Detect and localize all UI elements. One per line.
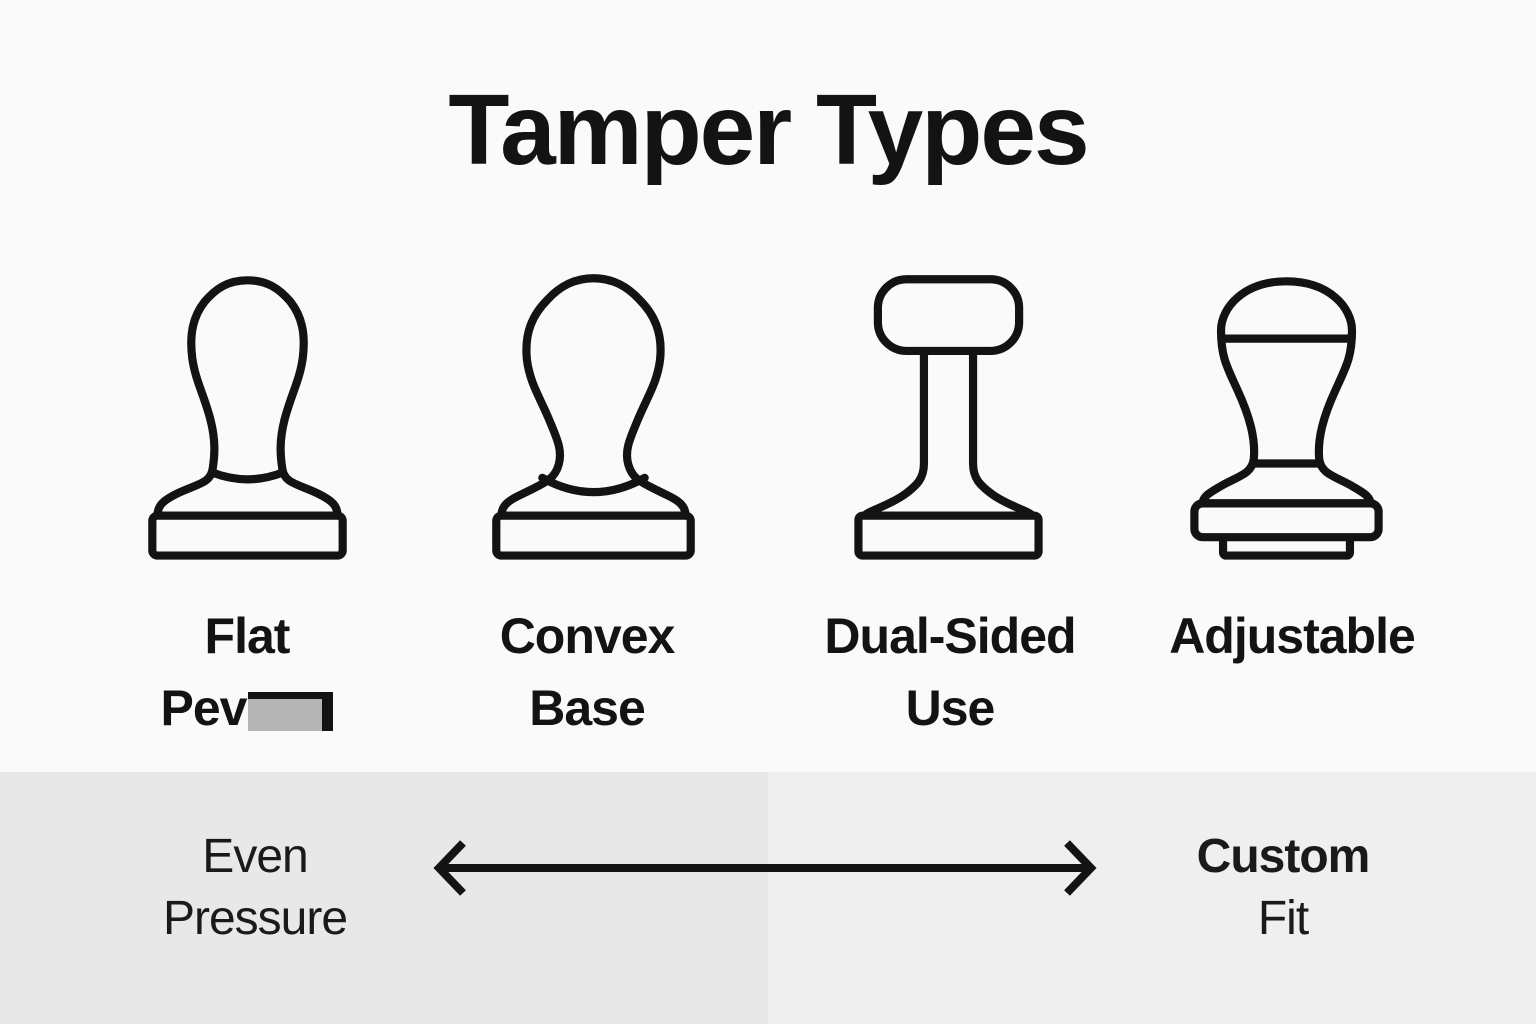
dual-sided-tamper-label: Dual-Sided Use [770, 600, 1130, 744]
adjustable-tamper-base [1190, 499, 1383, 542]
page-title: Tamper Types [448, 74, 1089, 186]
spectrum-left-label: Even Pressure [70, 826, 440, 950]
flat-tamper-label-line2: Pev [67, 672, 427, 744]
convex-tamper-base-arc [538, 473, 649, 497]
spectrum-arrow [432, 838, 1098, 898]
convex-tamper-label-line2: Base [529, 680, 646, 736]
adjustable-tamper-icon [1190, 277, 1383, 560]
spectrum-left-line1: Even [202, 830, 308, 883]
dual-sided-tamper-label-line1: Dual-Sided [824, 608, 1076, 664]
dual-sided-tamper-base [854, 511, 1043, 560]
spectrum-band-left [0, 772, 768, 1024]
convex-tamper-base [492, 511, 695, 560]
flat-tamper-label-line1: Flat [204, 608, 291, 664]
dual-sided-tamper-label-line2: Use [905, 680, 996, 736]
flat-tamper-label: Flat Pev [67, 600, 427, 744]
convex-tamper-figure [491, 267, 696, 574]
convex-tamper-label-line1: Convex [499, 608, 676, 664]
redacted-glitch-box [248, 692, 334, 731]
flat-tamper-figure [145, 267, 350, 574]
convex-tamper-label: Convex Base [407, 600, 767, 744]
flat-tamper-base [148, 511, 347, 560]
adjustable-tamper-label-line1: Adjustable [1169, 608, 1416, 664]
spectrum-right-line1: Custom [1196, 830, 1371, 883]
spectrum-left-line2: Pressure [162, 892, 348, 945]
flat-tamper-icon [148, 276, 347, 560]
adjustable-tamper-figure [1184, 267, 1389, 574]
arrow-left-head [433, 840, 466, 896]
spectrum-right-line2: Fit [1257, 892, 1309, 945]
spectrum-band-right [768, 772, 1536, 1024]
dual-sided-tamper-icon [854, 275, 1043, 560]
flat-tamper-neck-line [208, 468, 287, 484]
spectrum-right-label: Custom Fit [1098, 826, 1468, 950]
adjustable-tamper-label: Adjustable [1112, 600, 1472, 672]
convex-tamper-handle [497, 274, 690, 520]
convex-tamper-icon [492, 274, 695, 560]
arrow-right-head [1064, 840, 1097, 896]
dual-sided-tamper-knob [873, 275, 1024, 356]
double-headed-arrow-icon [433, 840, 1097, 896]
dual-sided-tamper-figure [846, 267, 1051, 574]
adjustable-tamper-handle [1198, 277, 1375, 508]
